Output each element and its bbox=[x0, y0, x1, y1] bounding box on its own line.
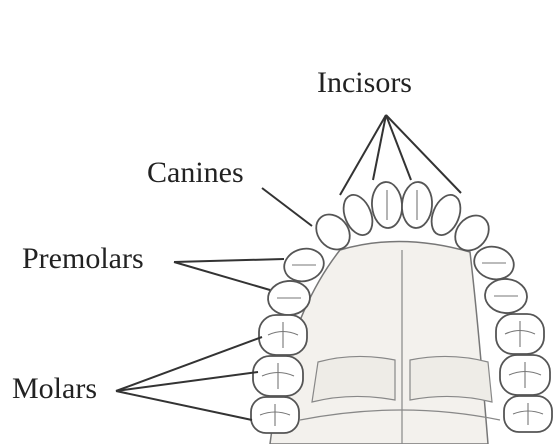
palatine-bone-left bbox=[312, 356, 395, 402]
palatine-bone-right bbox=[410, 356, 492, 402]
premolars-leader bbox=[174, 262, 270, 290]
molars-leader bbox=[116, 337, 262, 391]
canines-leader bbox=[262, 188, 312, 226]
premolars-leader bbox=[174, 259, 284, 262]
molars-leader bbox=[116, 391, 252, 420]
molars-label: Molars bbox=[12, 374, 97, 404]
premolars-label: Premolars bbox=[22, 244, 144, 274]
incisors-leader bbox=[386, 115, 461, 193]
canines-label: Canines bbox=[147, 158, 244, 188]
incisors-label: Incisors bbox=[317, 68, 412, 98]
incisors-leader bbox=[340, 115, 386, 195]
incisors-leader bbox=[386, 115, 411, 180]
molars-leader bbox=[116, 372, 258, 391]
